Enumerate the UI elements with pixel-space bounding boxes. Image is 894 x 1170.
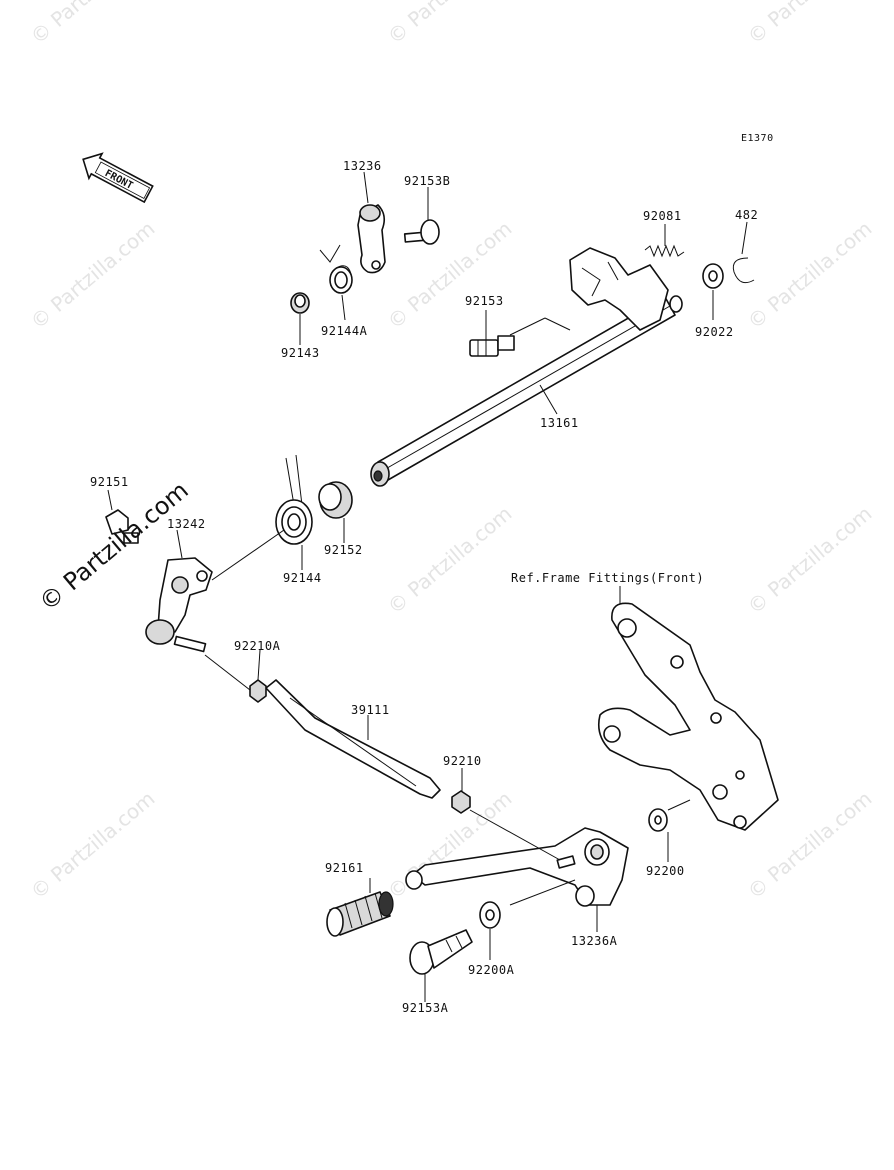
part-label[interactable]: 92210A xyxy=(234,639,281,653)
shift-arm-assembly xyxy=(290,204,440,314)
watermark: © Partzilla.com xyxy=(26,0,160,49)
part-label[interactable]: 13236 xyxy=(343,159,382,173)
part-label[interactable]: 13242 xyxy=(167,517,206,531)
pedal-rubber xyxy=(326,891,394,937)
return-spring-group xyxy=(275,454,353,545)
part-label[interactable]: 13161 xyxy=(540,416,579,430)
reference-label: Ref.Frame Fittings(Front) xyxy=(511,571,704,585)
watermark: © Partzilla.com xyxy=(383,501,517,619)
part-label[interactable]: 92200 xyxy=(646,864,685,878)
shift-lever-assembly xyxy=(105,509,213,653)
shift-pedal xyxy=(405,827,629,907)
watermark: © Partzilla.com xyxy=(743,501,877,619)
part-label[interactable]: 92081 xyxy=(643,209,682,223)
frame-fitting xyxy=(597,602,779,831)
part-label[interactable]: 92022 xyxy=(695,325,734,339)
washer-icon xyxy=(654,815,662,825)
watermark: © Partzilla.com xyxy=(26,786,160,904)
watermark: © Partzilla.com xyxy=(383,786,517,904)
part-label[interactable]: 92143 xyxy=(281,346,320,360)
shift-shaft xyxy=(370,244,755,487)
part-label[interactable]: 39111 xyxy=(351,703,390,717)
washer-icon xyxy=(485,909,495,921)
leader-lines xyxy=(107,171,748,1002)
tie-rod-assembly xyxy=(249,679,471,814)
pedal-bolt xyxy=(409,929,473,975)
watermark: © Partzilla.com xyxy=(383,216,517,334)
part-label[interactable]: 92153 xyxy=(465,294,504,308)
part-label[interactable]: 92161 xyxy=(325,861,364,875)
part-label[interactable]: 92153B xyxy=(404,174,450,188)
part-label[interactable]: 92151 xyxy=(90,475,129,489)
part-label[interactable]: 92200A xyxy=(468,963,515,977)
part-label[interactable]: 92152 xyxy=(324,543,363,557)
part-labels: 13236 92153B 92144A 92143 92081 482 9202… xyxy=(90,159,758,1015)
watermark: © Partzilla.com xyxy=(383,0,517,49)
diagram-code: E1370 xyxy=(741,133,774,144)
part-label[interactable]: 92210 xyxy=(443,754,482,768)
watermark: © Partzilla.com xyxy=(743,0,877,49)
watermark: © Partzilla.com xyxy=(26,216,160,334)
part-label[interactable]: 482 xyxy=(735,208,758,222)
part-label[interactable]: 92144 xyxy=(283,571,322,585)
watermark: © Partzilla.com xyxy=(743,216,877,334)
part-label[interactable]: 92153A xyxy=(402,1001,449,1015)
part-label[interactable]: 13236A xyxy=(571,934,618,948)
part-label[interactable]: 92144A xyxy=(321,324,368,338)
front-arrow-icon: FRONT xyxy=(82,152,154,204)
